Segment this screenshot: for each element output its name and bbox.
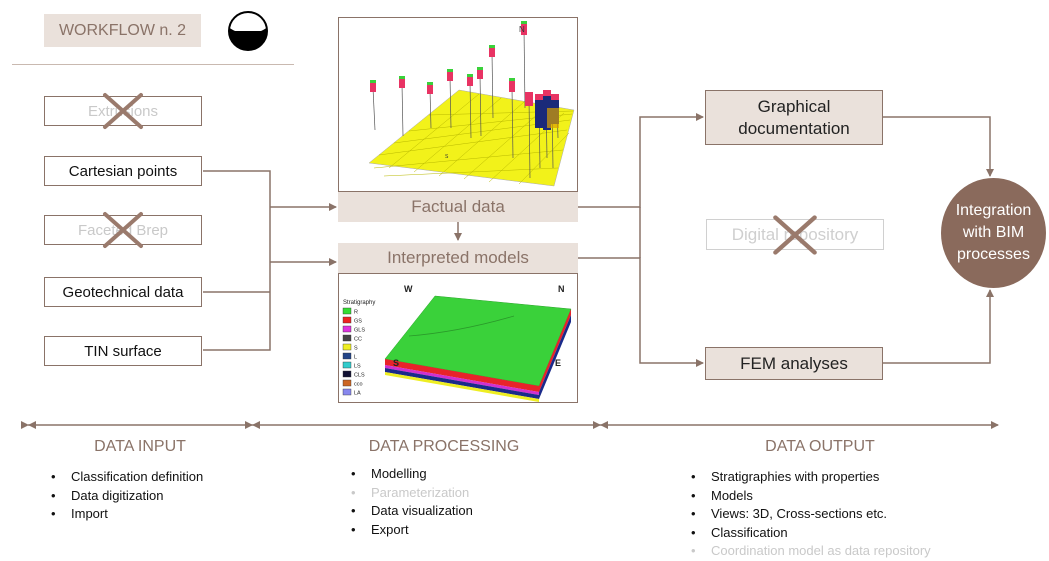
boreholes-image: N S bbox=[338, 17, 578, 192]
legend-label: CC bbox=[354, 337, 362, 343]
factual-data-bar: Factual data bbox=[338, 192, 578, 222]
legend-swatch bbox=[342, 316, 352, 324]
legend-swatch bbox=[342, 370, 352, 378]
list-item: Import bbox=[46, 505, 203, 524]
input-cartesian-points: Cartesian points bbox=[44, 156, 202, 186]
header-divider bbox=[12, 64, 294, 65]
integration-label: Integration with BIM processes bbox=[955, 202, 1032, 263]
cross-out-icon bbox=[103, 93, 143, 129]
legend-swatch bbox=[342, 379, 352, 387]
input-label: Cartesian points bbox=[68, 162, 178, 180]
list-item: Classification definition bbox=[46, 468, 203, 487]
data-processing-list: Modelling Parameterization Data visualiz… bbox=[346, 465, 473, 539]
compass-n2-label: N bbox=[558, 284, 565, 294]
legend-swatch bbox=[342, 334, 352, 342]
compass-w-label: W bbox=[404, 284, 413, 294]
input-label: Geotechnical data bbox=[62, 283, 184, 301]
data-input-heading: DATA INPUT bbox=[94, 438, 186, 455]
list-item: Data visualization bbox=[346, 502, 473, 521]
cross-out-icon bbox=[773, 214, 817, 255]
legend-label: CLS bbox=[354, 373, 365, 379]
list-item: Modelling bbox=[346, 465, 473, 484]
legend-swatch bbox=[342, 361, 352, 369]
legend-label: R bbox=[354, 310, 358, 316]
legend-label: GS bbox=[354, 319, 362, 325]
list-item: Export bbox=[346, 521, 473, 540]
digital-repository-box: Digital repository bbox=[706, 214, 884, 255]
input-geotechnical-data: Geotechnical data bbox=[44, 277, 202, 307]
legend-label: LS bbox=[354, 364, 361, 370]
interpreted-models-bar: Interpreted models bbox=[338, 243, 578, 273]
list-item: Coordination model as data repository bbox=[686, 542, 931, 561]
input-tin-surface: TIN surface bbox=[44, 336, 202, 366]
legend-label: cco bbox=[354, 382, 363, 388]
data-input-list: Classification definition Data digitizat… bbox=[46, 468, 203, 524]
legend-swatch bbox=[342, 307, 352, 315]
data-output-heading: DATA OUTPUT bbox=[765, 438, 875, 455]
input-faceted-brep: Faceted Brep bbox=[44, 212, 202, 248]
legend-label: GLS bbox=[354, 328, 365, 334]
list-item: Parameterization bbox=[346, 484, 473, 503]
compass-s2-label: S bbox=[393, 358, 399, 368]
legend-swatch bbox=[342, 352, 352, 360]
data-processing-heading: DATA PROCESSING bbox=[368, 438, 520, 455]
compass-n-label: N bbox=[519, 25, 525, 34]
legend-swatch bbox=[342, 388, 352, 396]
list-item: Stratigraphies with properties bbox=[686, 468, 931, 487]
data-output-list: Stratigraphies with properties Models Vi… bbox=[686, 468, 931, 561]
list-item: Models bbox=[686, 487, 931, 506]
graphical-documentation-box: Graphical documentation bbox=[705, 90, 883, 145]
compass-e-label: E bbox=[555, 358, 561, 368]
list-item: Classification bbox=[686, 524, 931, 543]
legend-label: LA bbox=[354, 391, 361, 397]
input-extrusions: Extrusions bbox=[44, 93, 202, 129]
legend-swatch bbox=[342, 343, 352, 351]
list-item: Views: 3D, Cross-sections etc. bbox=[686, 505, 931, 524]
input-label: TIN surface bbox=[84, 342, 162, 360]
cross-out-icon bbox=[103, 212, 143, 248]
integration-bim-circle: Integration with BIM processes bbox=[941, 178, 1046, 288]
list-item: Data digitization bbox=[46, 487, 203, 506]
compass-s-label: S bbox=[445, 154, 449, 160]
fem-analyses-box: FEM analyses bbox=[705, 347, 883, 380]
workflow-title: WORKFLOW n. 2 bbox=[44, 14, 201, 47]
legend-label: L bbox=[354, 355, 357, 361]
legend-title: Stratigraphy bbox=[343, 300, 375, 306]
legend-swatch bbox=[342, 325, 352, 333]
half-filled-circle-icon bbox=[227, 10, 269, 52]
legend-label: S bbox=[354, 346, 358, 352]
